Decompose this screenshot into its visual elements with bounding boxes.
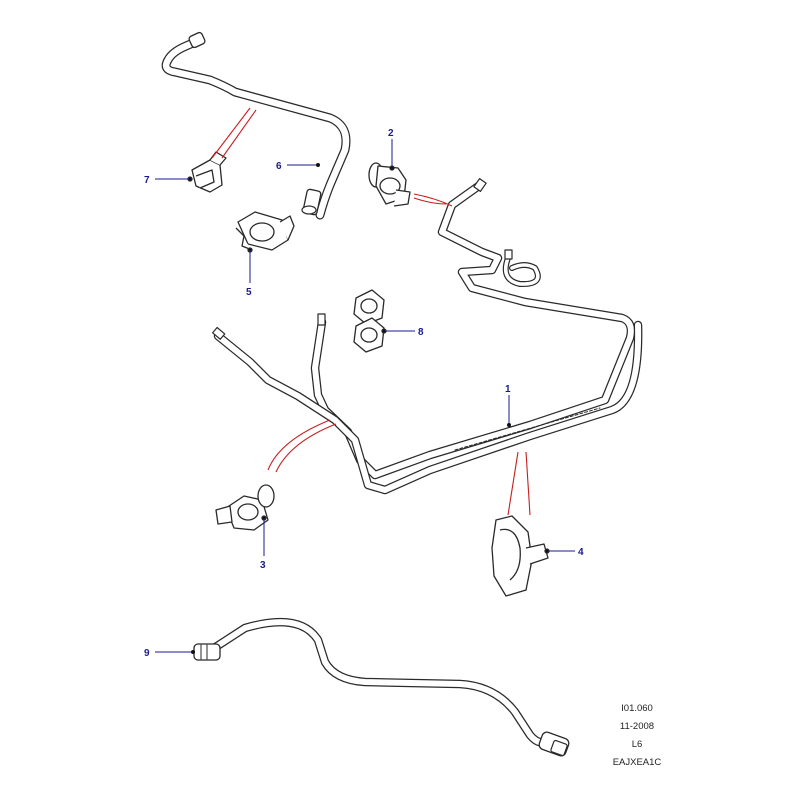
callout-8: 8 [418, 327, 424, 338]
callout-1: 1 [505, 384, 511, 395]
part-2-clip [368, 162, 411, 207]
part-1-pipe [211, 178, 643, 495]
red-leader-lines [211, 107, 531, 516]
part-5-clip [235, 211, 295, 253]
illustration-id: EAJXEA1C [612, 757, 662, 768]
reference-model: L6 [631, 739, 643, 750]
callout-9: 9 [144, 648, 150, 659]
callout-3: 3 [260, 560, 266, 571]
reference-date: 11-2008 [619, 721, 655, 732]
part-4-clip [491, 515, 550, 597]
reference-code: I01.060 [621, 703, 653, 714]
part-6-pipe [161, 31, 351, 220]
callout-7: 7 [144, 175, 150, 186]
callout-5: 5 [246, 287, 252, 298]
part-8-clip [353, 289, 387, 353]
callout-2: 2 [388, 128, 394, 139]
callout-leaders [155, 139, 575, 653]
callout-4: 4 [578, 547, 584, 558]
part-7-clip [187, 151, 227, 193]
part-9-pipe [193, 617, 570, 757]
callout-6: 6 [276, 161, 282, 172]
part-3-clip [215, 484, 275, 531]
